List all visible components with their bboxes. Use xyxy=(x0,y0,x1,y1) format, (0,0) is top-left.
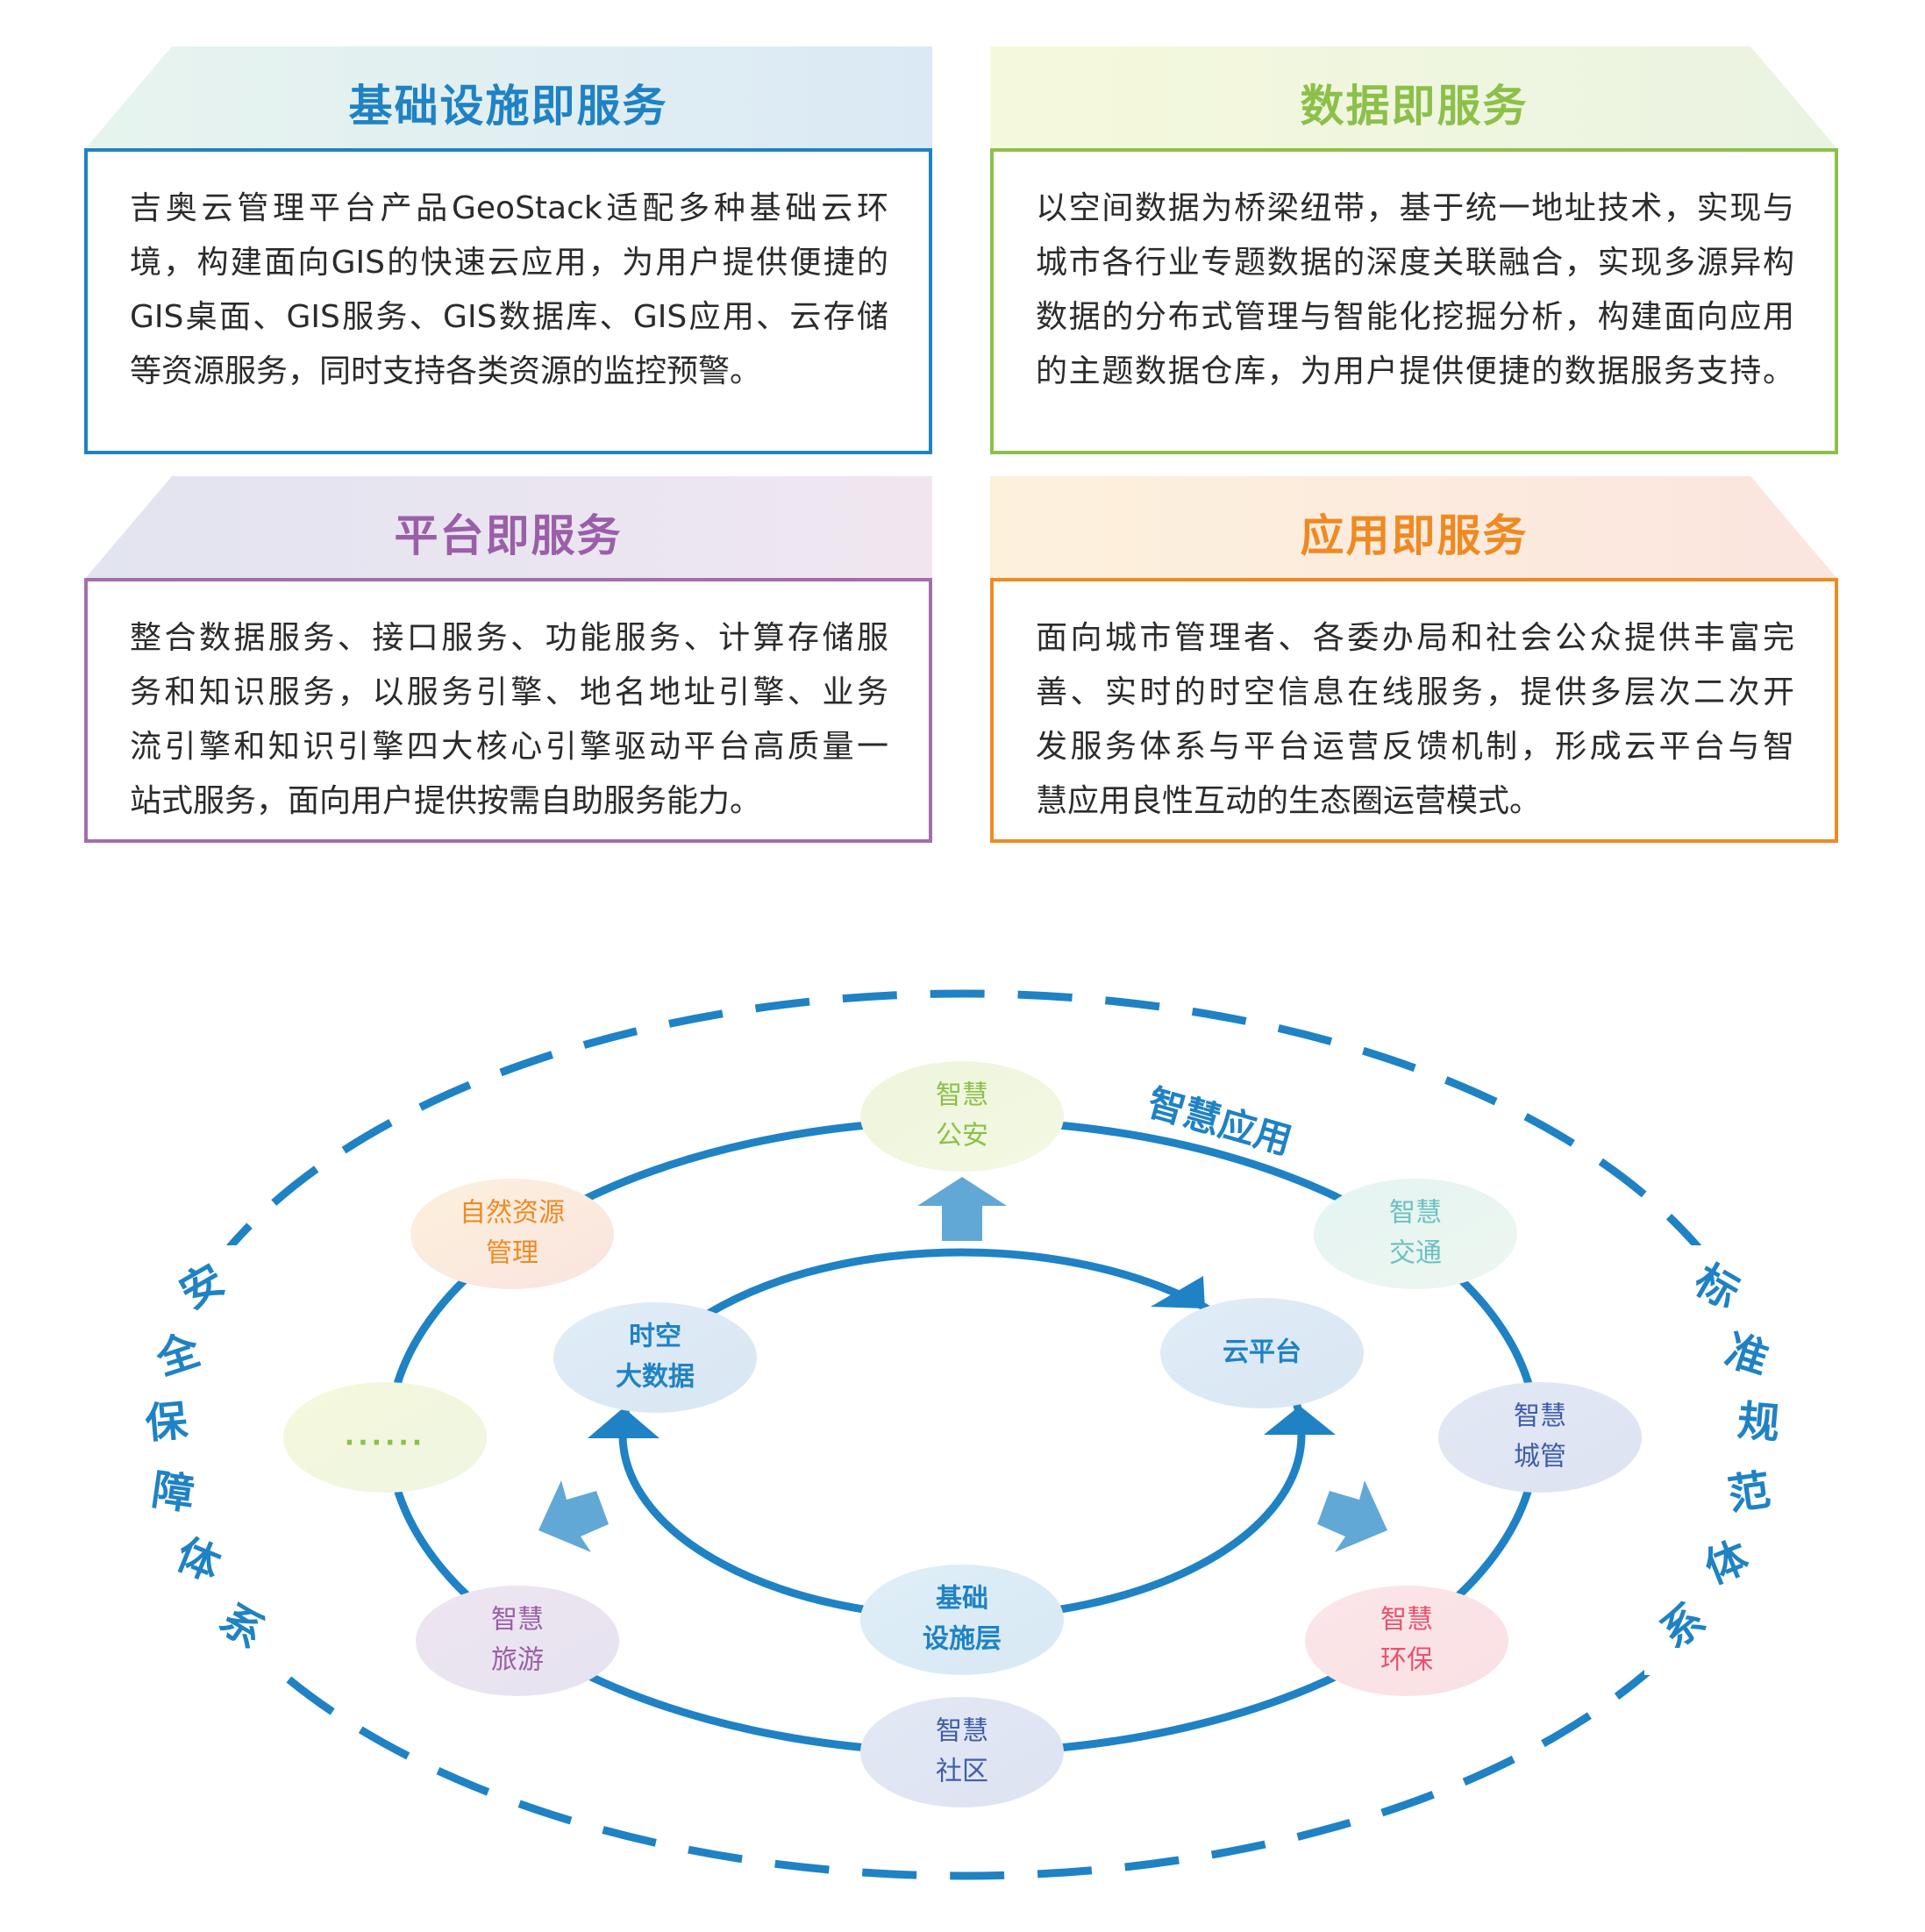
text-line: GIS桌面、GIS服务、GIS数据库、GIS应用、云存储 xyxy=(130,299,888,335)
ring-gap-left xyxy=(123,1245,281,1675)
node-more: ...... xyxy=(283,1382,487,1493)
card-body: 吉奥云管理平台产品GeoStack适配多种基础云环 境，构建面向GIS的快速云应… xyxy=(84,148,932,454)
card-body: 以空间数据为桥梁纽带，基于统一地址技术，实现与 城市各行业专题数据的深度关联融合… xyxy=(990,148,1838,454)
card-title: 基础设施即服务 xyxy=(348,81,668,132)
node-label: 设施层 xyxy=(923,1624,1002,1655)
node-label: 时空 xyxy=(629,1322,681,1352)
node-label: 大数据 xyxy=(616,1362,695,1393)
node-label: 社区 xyxy=(936,1757,988,1787)
node-bubble xyxy=(860,1565,1064,1675)
node-label: 智慧 xyxy=(1380,1605,1433,1636)
text-line: 城市各行业专题数据的深度关联融合，实现多源异构 xyxy=(1036,245,1794,281)
title-band xyxy=(990,476,1838,580)
text-line: 善、实时的时空信息在线服务，提供多层次二次开 xyxy=(1036,674,1794,710)
node-label: 云平台 xyxy=(1223,1337,1301,1368)
standards-system-char: 范 xyxy=(1725,1465,1773,1520)
title-band xyxy=(84,476,932,580)
node-bubble xyxy=(283,1382,487,1493)
node-label: 公安 xyxy=(936,1121,988,1151)
text-line: 吉奥云管理平台产品GeoStack适配多种基础云环 xyxy=(130,190,888,226)
text-line: 发服务体系与平台运营反馈机制，形成云平台与智 xyxy=(1036,729,1794,765)
node-bubble xyxy=(410,1179,614,1289)
node-label: 自然资源 xyxy=(460,1198,565,1229)
node-bubble xyxy=(1438,1382,1642,1493)
security-system-char: 保 xyxy=(143,1396,190,1449)
node-label: 智慧 xyxy=(936,1080,988,1111)
card-body: 整合数据服务、接口服务、功能服务、计算存储服 务和知识服务，以服务引擎、地名地址… xyxy=(84,578,932,843)
card-body: 面向城市管理者、各委办局和社会公众提供丰富完 善、实时的时空信息在线服务，提供多… xyxy=(990,578,1838,843)
text-line: 务和知识服务，以服务引擎、地名地址引擎、业务 xyxy=(130,674,888,710)
arrowhead-to-cloud-platform-up xyxy=(1264,1406,1336,1435)
node-bubble xyxy=(1305,1586,1508,1696)
node-label: 智慧 xyxy=(1389,1198,1442,1229)
standards-system-char: 规 xyxy=(1736,1396,1782,1449)
text-line: 以空间数据为桥梁纽带，基于统一地址技术，实现与 xyxy=(1036,190,1794,226)
node-bubble xyxy=(1314,1179,1517,1289)
node-label: ...... xyxy=(345,1422,425,1452)
text-line: 流引擎和知识引擎四大核心引擎驱动平台高质量一 xyxy=(130,729,888,765)
text-line: 慧应用良性互动的生态圈运营模式。 xyxy=(1036,783,1542,819)
text-line: 站式服务，面向用户提供按需自助服务能力。 xyxy=(130,783,762,819)
ring-gap-right xyxy=(1644,1245,1802,1675)
node-bubble xyxy=(553,1302,757,1413)
node-label: 交通 xyxy=(1389,1238,1442,1269)
text-line: 整合数据服务、接口服务、功能服务、计算存储服 xyxy=(130,620,888,656)
node-bubble xyxy=(860,1697,1064,1807)
card-title: 平台即服务 xyxy=(394,510,623,561)
node-label: 环保 xyxy=(1380,1645,1433,1676)
text-line: 面向城市管理者、各委办局和社会公众提供丰富完 xyxy=(1036,620,1794,656)
card-title: 数据即服务 xyxy=(1300,81,1529,132)
node-bubble xyxy=(416,1586,619,1696)
card-title: 应用即服务 xyxy=(1300,510,1529,561)
node-label: 旅游 xyxy=(491,1645,544,1676)
node-label: 智慧 xyxy=(491,1605,544,1636)
node-label: 管理 xyxy=(486,1238,538,1269)
node-label: 城管 xyxy=(1514,1442,1566,1472)
title-band xyxy=(990,46,1838,150)
block-arrow-up xyxy=(917,1177,1007,1241)
text-line: 境，构建面向GIS的快速云应用，为用户提供便捷的 xyxy=(130,245,888,281)
node-label: 智慧 xyxy=(936,1716,988,1747)
node-bubble xyxy=(860,1061,1064,1172)
block-arrow-down-right xyxy=(1317,1480,1387,1552)
security-system-char: 障 xyxy=(149,1465,197,1520)
text-line: 等资源服务，同时支持各类资源的监控预警。 xyxy=(130,353,762,389)
node-label: 智慧 xyxy=(1514,1401,1566,1432)
text-line: 的主题数据仓库，为用户提供便捷的数据服务支持。 xyxy=(1036,353,1794,389)
node-yunpingtai: 云平台 xyxy=(1160,1298,1364,1408)
arrowhead-to-spatiotemporal-data xyxy=(588,1408,659,1438)
block-arrow-down-left xyxy=(538,1480,609,1552)
text-line: 数据的分布式管理与智能化挖掘分析，构建面向应用 xyxy=(1036,299,1794,335)
node-bubble xyxy=(1160,1298,1364,1408)
title-band xyxy=(84,46,932,150)
node-label: 基础 xyxy=(936,1584,988,1615)
arrowhead-to-cloud-platform xyxy=(1151,1276,1205,1308)
